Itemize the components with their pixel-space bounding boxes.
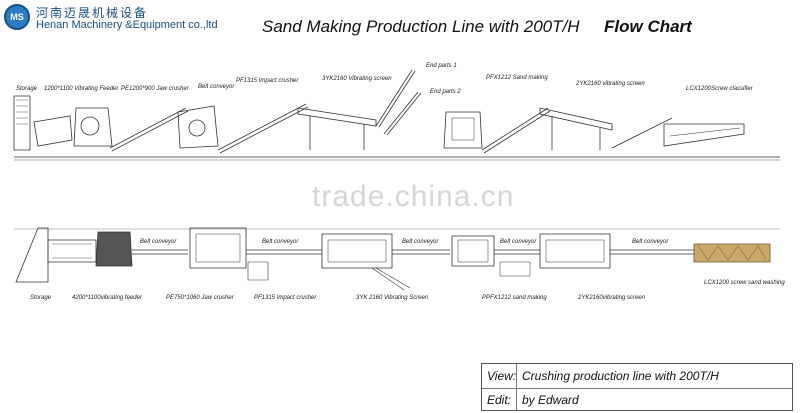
- info-box: View: Crushing production line with 200T…: [481, 363, 793, 411]
- top-label-belt-conveyor: Belt conveyor: [198, 84, 235, 90]
- bottom-sand-making: [451, 235, 495, 267]
- view-value: Crushing production line with 200T/H: [522, 369, 719, 383]
- view-key: View:: [487, 369, 517, 383]
- top-label-storage: Storage: [16, 86, 38, 92]
- diagram-subtitle: Flow Chart: [604, 17, 692, 36]
- top-sand-making-machine: [443, 111, 483, 149]
- watermark: trade.china.cn: [312, 180, 515, 213]
- top-2yk-screen: [539, 107, 613, 131]
- bottom-label-impact-crusher: PF1315 Impact crusher: [254, 295, 317, 301]
- bottom-label-belt-4: Belt conveyor: [500, 239, 537, 245]
- edit-row: Edit: by Edward: [482, 388, 792, 411]
- top-label-feeder: 1200*1100 Vibrating Feeder: [44, 86, 119, 92]
- top-belt-conveyor-2: [217, 103, 307, 151]
- bottom-storage: [15, 227, 49, 283]
- logo-text: MS: [10, 12, 24, 22]
- top-end-parts-conveyor-1: [375, 69, 413, 127]
- top-label-impact-crusher: PF1315 Impact crusher: [236, 78, 299, 84]
- company-logo: MS: [4, 4, 30, 30]
- top-end-parts-conveyor-2: [383, 91, 419, 135]
- top-feeder: [33, 115, 73, 147]
- bottom-label-belt-1: Belt conveyor: [140, 239, 177, 245]
- edit-value: by Edward: [522, 393, 579, 407]
- bottom-label-belt-3: Belt conveyor: [402, 239, 439, 245]
- company-name-chinese: 河南迈晟机械设备: [36, 6, 149, 20]
- top-screw-classifier: [663, 123, 745, 147]
- bottom-plan-view: [14, 227, 780, 291]
- top-label-end-parts-2: End parts 2: [430, 89, 461, 95]
- top-belt-conveyor-1: [109, 107, 187, 149]
- top-elevation-view: [13, 69, 780, 161]
- view-row: View: Crushing production line with 200T…: [482, 364, 792, 387]
- bottom-label-washing: LCX1200 screw sand washing: [704, 280, 785, 286]
- company-name-english: Henan Machinery &Equipment co.,ltd: [36, 19, 218, 31]
- top-impact-crusher: [177, 105, 219, 149]
- bottom-label-3yk-screen: 3YK 2160 Vibrating Screen: [356, 295, 429, 301]
- top-label-2yk-screen: 2YK2160 vibrating screen: [576, 81, 645, 87]
- bottom-label-belt-5: Belt conveyor: [632, 239, 669, 245]
- bottom-label-jaw-crusher: PE750*1060 Jaw crusher: [166, 295, 234, 301]
- bottom-3yk-screen: [321, 233, 393, 269]
- bottom-label-2yk-screen: 2YK2160vibrating screen: [578, 295, 646, 301]
- edit-key: Edit:: [487, 393, 512, 407]
- diagram-title: Sand Making Production Line with 200T/H: [262, 17, 580, 36]
- bottom-label-storage: Storage: [30, 295, 52, 301]
- top-belt-conveyor-3: [481, 107, 549, 151]
- bottom-2yk-screen: [539, 233, 611, 269]
- bottom-label-feeder: 4200*1100vibrating feeder: [72, 295, 142, 301]
- bottom-screw-washer: [693, 243, 771, 263]
- top-label-3yk-screen: 3YK2160 Vibrating screen: [322, 76, 392, 82]
- bottom-jaw-crusher: [95, 231, 133, 267]
- top-label-end-parts-1: End parts 1: [426, 63, 457, 69]
- bottom-feeder: [47, 239, 97, 263]
- top-label-sand-making: PFX1212 Sand making: [486, 75, 548, 81]
- top-belt-conveyor-4: [611, 117, 673, 149]
- top-jaw-crusher: [73, 107, 113, 147]
- top-label-jaw-crusher: PE1200*900 Jaw crusher: [121, 86, 189, 92]
- top-storage-hopper: [13, 95, 31, 151]
- top-label-classifier: LCX1200Screw classifier: [686, 86, 753, 92]
- bottom-label-sand-making: PPFX1212 sand making: [482, 295, 547, 301]
- bottom-impact-crusher: [189, 227, 247, 269]
- bottom-label-belt-2: Belt conveyor: [262, 239, 299, 245]
